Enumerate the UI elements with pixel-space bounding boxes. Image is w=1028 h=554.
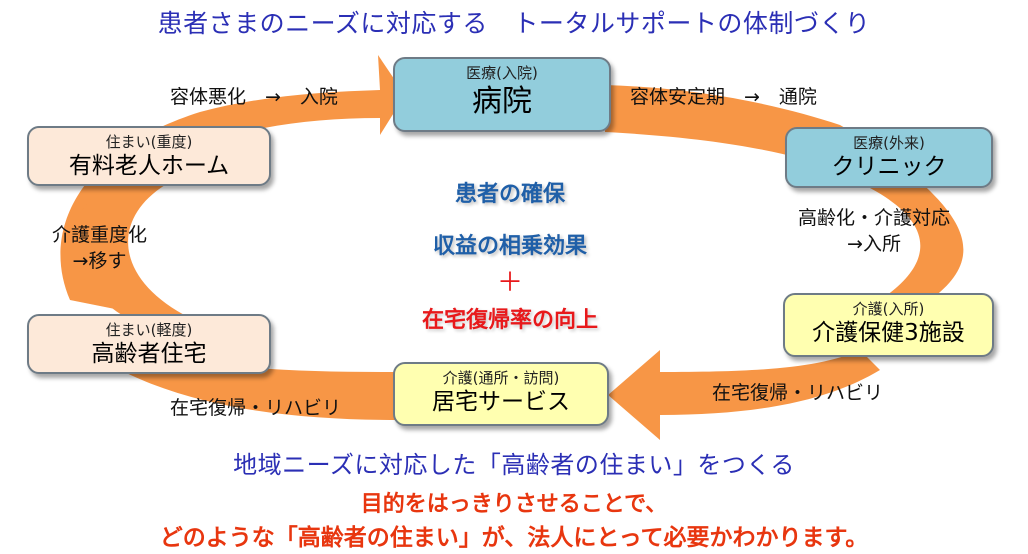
- transition-label-severe-line1: 介護重度化: [52, 224, 148, 246]
- conclusion-line1: 目的をはっきりさせることで、: [360, 492, 668, 517]
- node-roujin-home-category: 住まい(重度): [105, 133, 193, 151]
- center-return-rate: 在宅復帰率の向上: [421, 308, 598, 333]
- arrow-worsen-to-hospital: [60, 55, 406, 310]
- transition-label-worsen: 容体悪化 → 入院: [170, 86, 338, 108]
- arrow-return-to-kyotaku: [608, 350, 880, 440]
- node-clinic-category: 医療(外来): [853, 134, 925, 152]
- node-roujin-home: 住まい(重度) 有料老人ホーム: [27, 126, 271, 186]
- node-clinic: 医療(外来) クリニック: [785, 127, 993, 188]
- transition-label-severe: 介護重度化 →移す: [52, 222, 147, 274]
- node-kaigo-hoken-name: 介護保健3施設: [812, 320, 965, 346]
- conclusion-line2: どのような「高齢者の住まい」が、法人にとって必要かわかります。: [159, 525, 869, 551]
- footer-subtitle: 地域ニーズに対応した「高齢者の住まい」をつくる: [233, 451, 795, 479]
- transition-label-severe-line2: →移す: [72, 250, 127, 272]
- transition-label-stable: 容体安定期 → 通院: [630, 86, 817, 108]
- node-hospital: 医療(入院) 病院: [393, 57, 611, 132]
- node-kyotaku-name: 居宅サービス: [432, 389, 570, 415]
- arc-jutaku-to-home: [72, 185, 190, 330]
- transition-label-aging-line2: →入所: [847, 233, 901, 255]
- node-hospital-category: 医療(入院): [466, 64, 538, 82]
- node-kyotaku-category: 介護(通所・訪問): [442, 369, 560, 387]
- node-clinic-name: クリニック: [831, 154, 947, 180]
- node-kaigo-hoken: 介護(入所) 介護保健3施設: [783, 293, 994, 357]
- center-patient-secure: 患者の確保: [454, 182, 565, 207]
- node-kyotaku: 介護(通所・訪問) 居宅サービス: [393, 362, 609, 426]
- node-koureisha-jutaku: 住まい(軽度) 高齢者住宅: [27, 314, 271, 374]
- page-title: 患者さまのニーズに対応する トータルサポートの体制づくり: [157, 9, 871, 38]
- center-plus-sign: ＋: [496, 268, 523, 298]
- transition-label-aging: 高齢化・介護対応 →入所: [798, 205, 950, 257]
- node-koureisha-jutaku-category: 住まい(軽度): [105, 321, 193, 339]
- transition-label-return-left: 在宅復帰・リハビリ: [170, 397, 342, 419]
- node-roujin-home-name: 有料老人ホーム: [68, 153, 230, 179]
- arc-clinic-to-kaigo: [870, 165, 964, 300]
- center-synergy: 収益の相乗効果: [432, 234, 587, 259]
- transition-label-aging-line1: 高齢化・介護対応: [798, 207, 951, 229]
- transition-label-return-right: 在宅復帰・リハビリ: [712, 382, 884, 404]
- node-koureisha-jutaku-name: 高齢者住宅: [91, 341, 207, 367]
- node-hospital-name: 病院: [472, 84, 532, 119]
- node-kaigo-hoken-category: 介護(入所): [852, 300, 925, 318]
